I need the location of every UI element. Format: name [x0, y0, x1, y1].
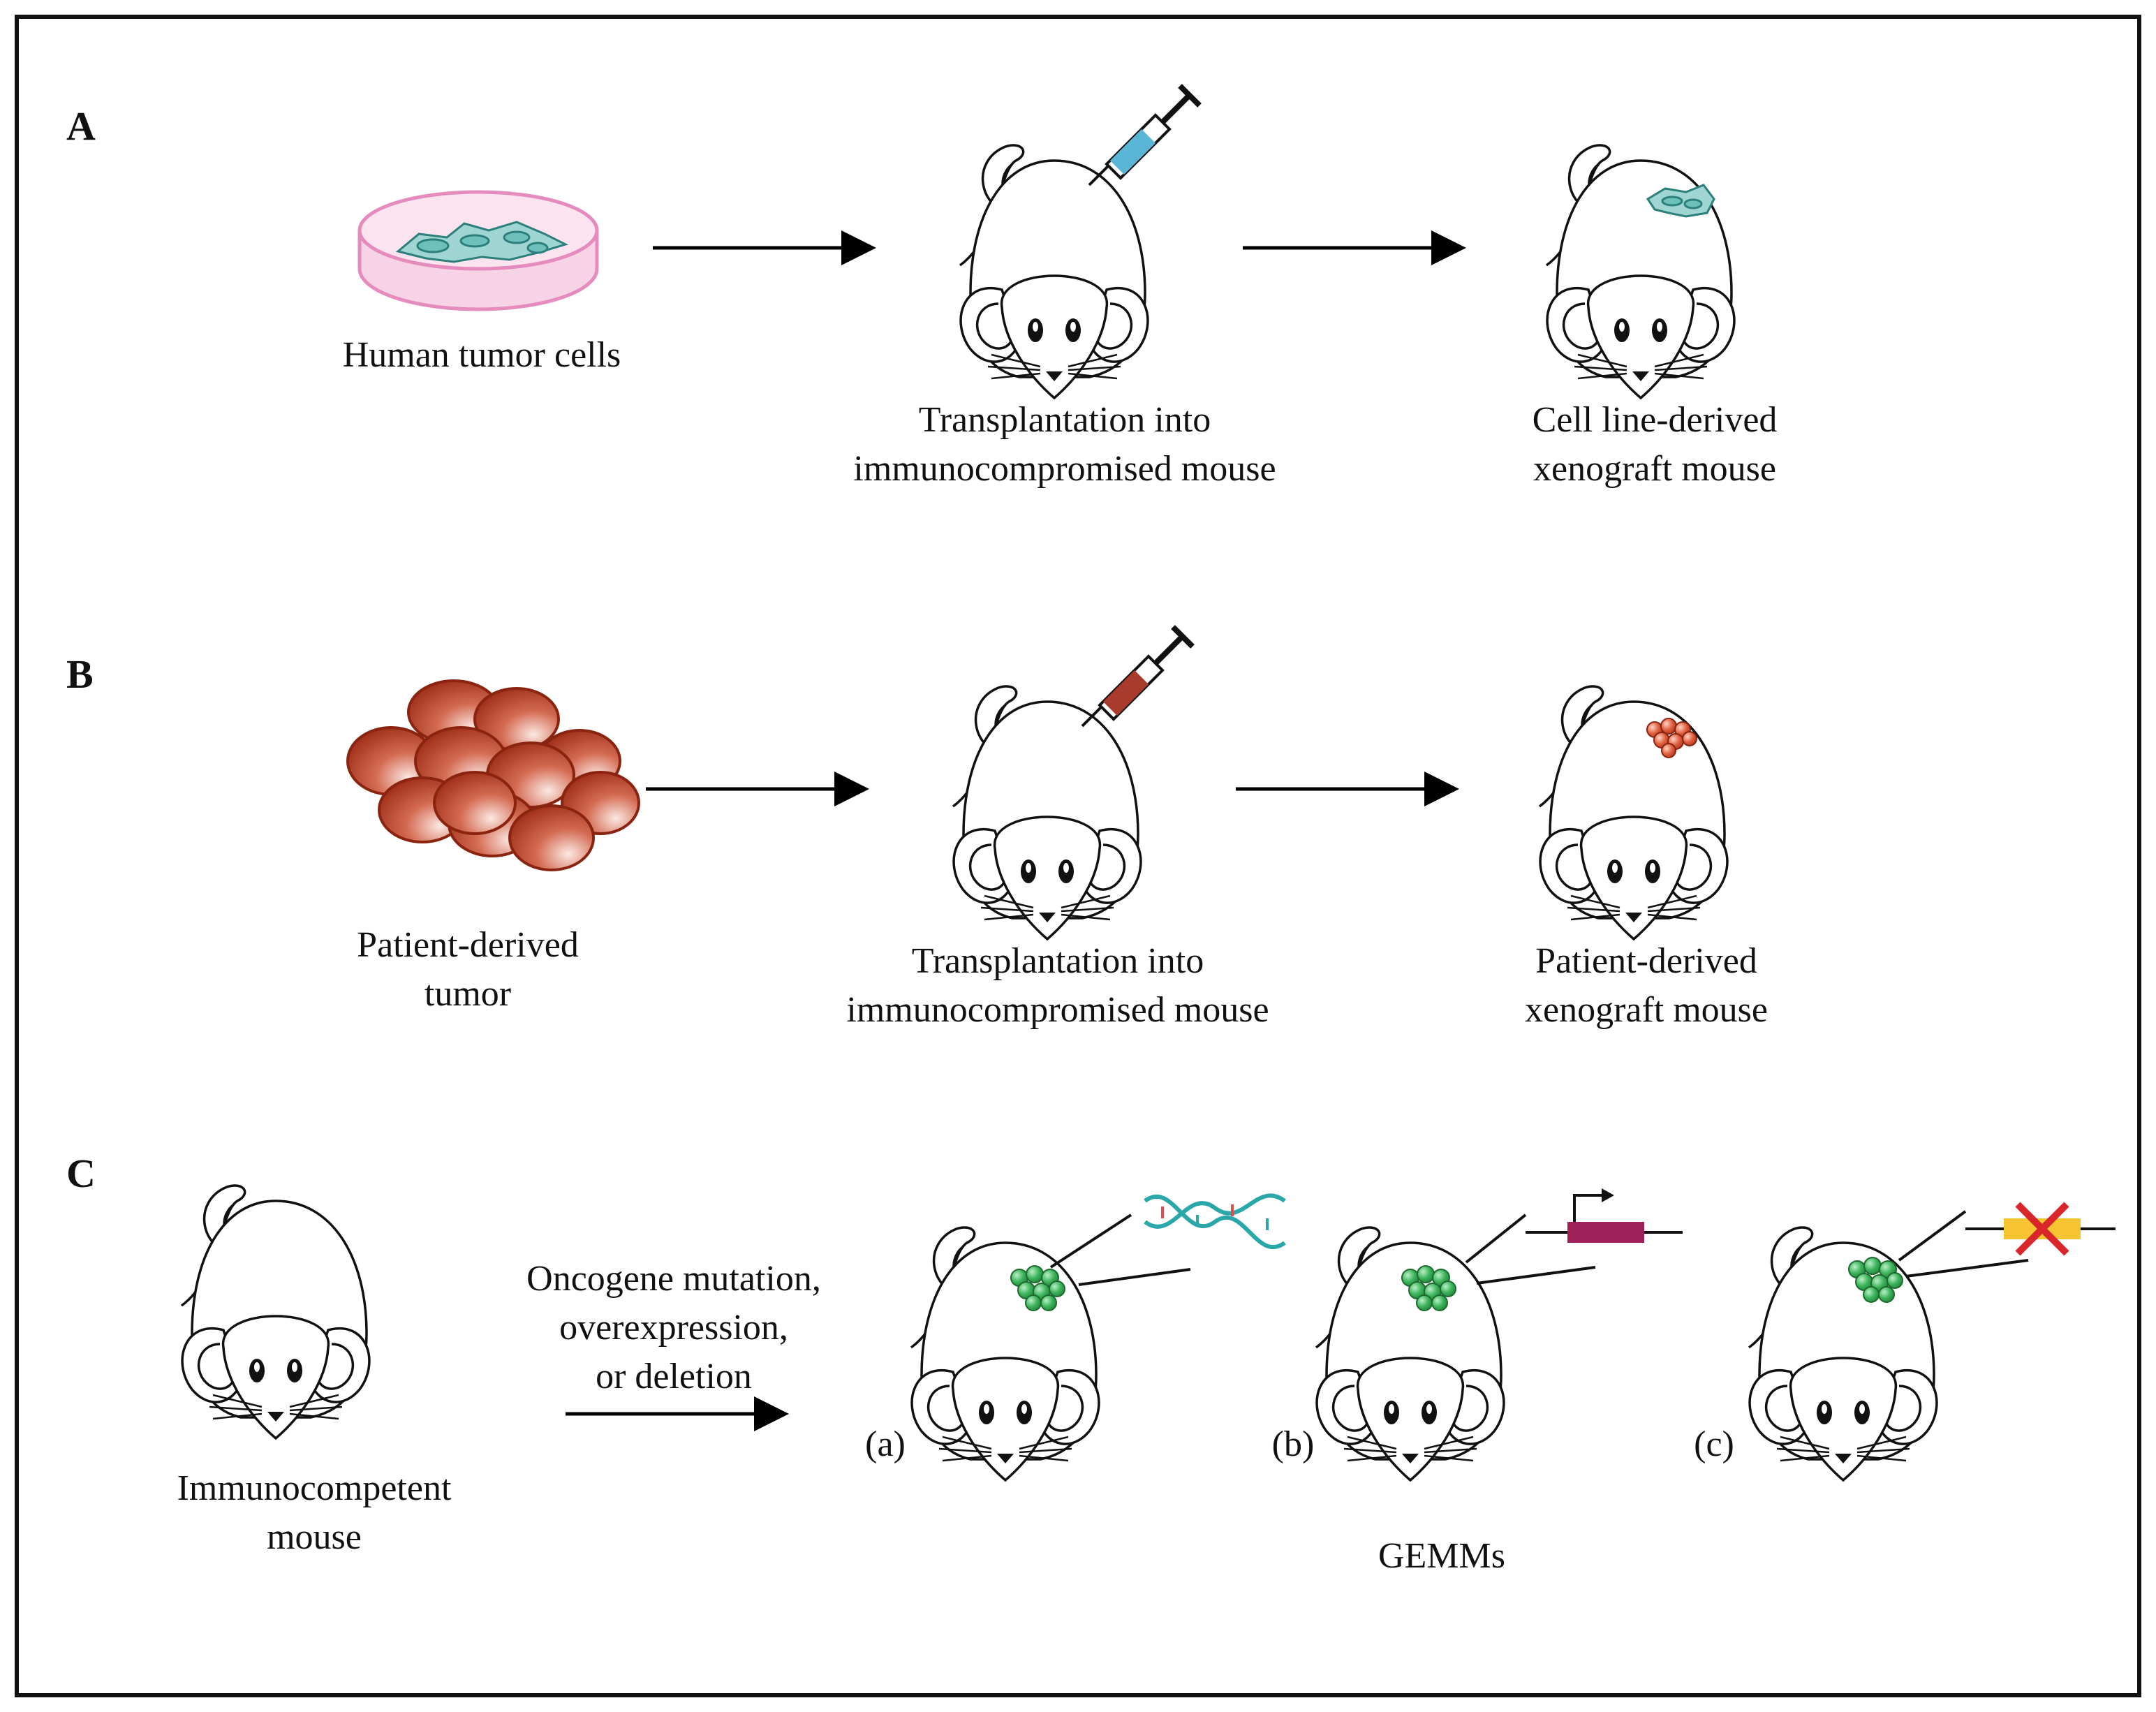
panel-a-letter: A — [66, 103, 96, 149]
gemm-tumor-icon — [1010, 1265, 1065, 1311]
promoter-arrow-icon — [1526, 1188, 1683, 1243]
panel-a-step-label-1: Transplantation into — [919, 400, 1211, 440]
panel-a-result-label-1: Cell line-derived — [1533, 400, 1778, 440]
pointer-line — [1476, 1266, 1596, 1285]
patient-tumor-icon — [346, 679, 640, 871]
panel-b-result-label-2: xenograft mouse — [1525, 990, 1768, 1030]
syringe-icon — [1088, 84, 1202, 186]
panel-b-step-label-2: immunocompromised mouse — [846, 990, 1269, 1030]
deletion-cross-icon — [1965, 1202, 2116, 1256]
panel-b-step-label-1: Transplantation into — [912, 941, 1204, 981]
variant-label-a: (a) — [865, 1424, 906, 1464]
syringe-icon — [1081, 625, 1195, 728]
panel-b-source-label-2: tumor — [424, 974, 511, 1014]
gemm-tumor-icon — [1401, 1265, 1456, 1311]
panel-c-process-label-3: or deletion — [596, 1357, 752, 1396]
panel-a-result-label-2: xenograft mouse — [1533, 449, 1776, 489]
pointer-line — [1898, 1210, 1967, 1262]
panel-c-source-label-1: Immunocompetent — [177, 1468, 452, 1508]
panel-c-process-label-1: Oncogene mutation, — [526, 1259, 821, 1299]
xenograft-tumor-icon — [1646, 718, 1697, 758]
panel-b-source-label-1: Patient-derived — [357, 925, 579, 965]
pointer-line — [1465, 1213, 1527, 1264]
panel-b-result-label-1: Patient-derived — [1535, 941, 1757, 981]
panel-c-letter: C — [66, 1151, 96, 1196]
panel-c-source-label-2: mouse — [267, 1517, 362, 1557]
petri-dish-icon — [357, 190, 599, 311]
tumor-cells-icon — [395, 221, 569, 263]
panel-c-process-label-2: overexpression, — [559, 1308, 788, 1348]
pointer-line — [1049, 1213, 1132, 1269]
pointer-line — [1078, 1268, 1191, 1286]
panel-a-source-label: Human tumor cells — [343, 335, 621, 375]
variant-label-c: (c) — [1694, 1424, 1734, 1464]
panel-a-step-label-2: immunocompromised mouse — [853, 449, 1276, 489]
dna-helix-icon — [1144, 1193, 1286, 1250]
variant-label-b: (b) — [1272, 1424, 1315, 1464]
panel-b-letter: B — [66, 651, 94, 697]
pointer-line — [1905, 1259, 2029, 1278]
gemm-tumor-icon — [1848, 1257, 1903, 1303]
tumor-cells-icon — [1646, 184, 1715, 218]
gemms-label: GEMMs — [1378, 1536, 1505, 1576]
